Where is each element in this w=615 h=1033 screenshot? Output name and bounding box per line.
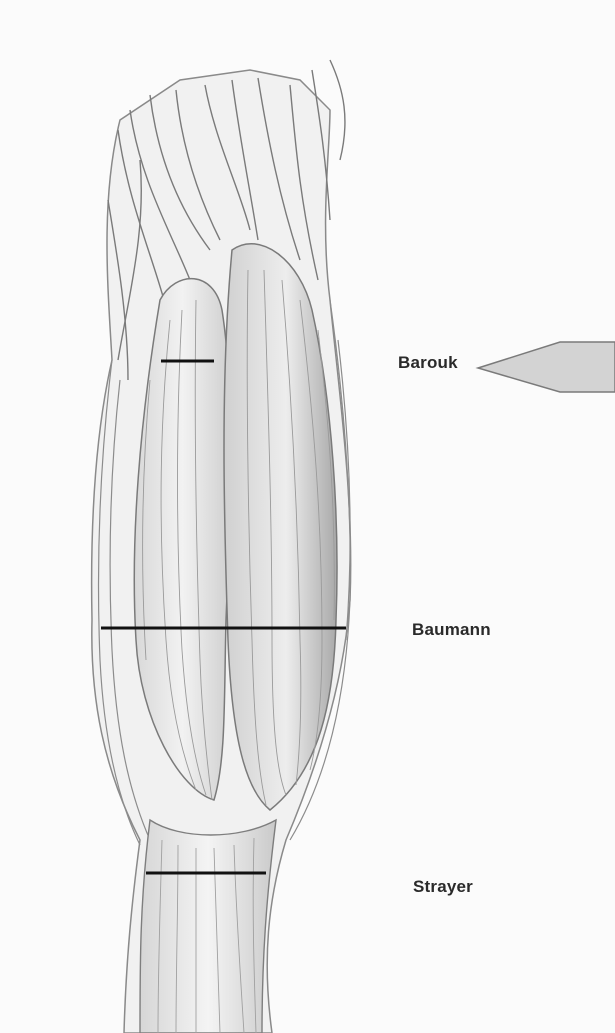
label-barouk: Barouk (398, 353, 458, 373)
achilles-tendon (140, 820, 276, 1033)
callout-pointer-icon (478, 342, 615, 392)
label-baumann: Baumann (412, 620, 491, 640)
label-strayer: Strayer (413, 877, 473, 897)
